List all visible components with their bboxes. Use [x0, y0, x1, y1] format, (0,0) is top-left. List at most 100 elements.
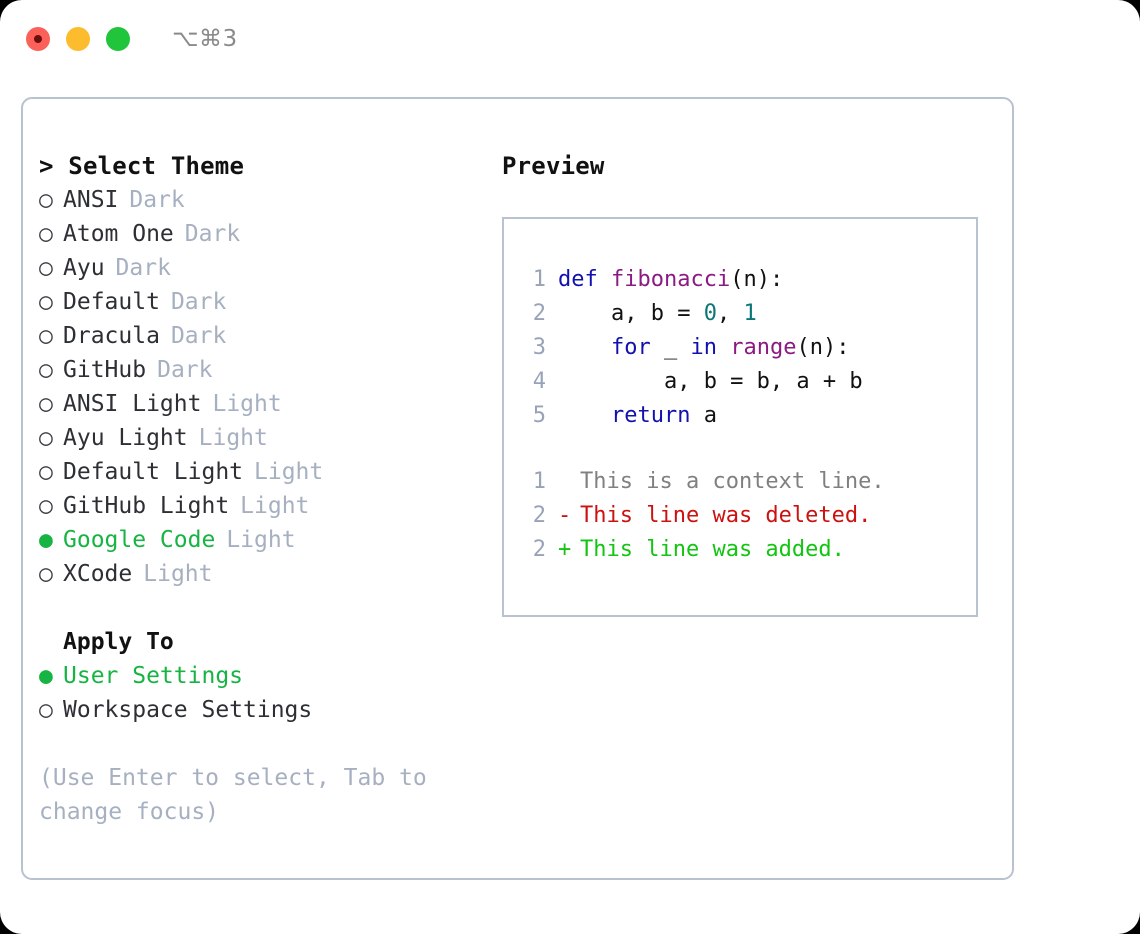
- theme-option-label: Ayu: [63, 255, 105, 281]
- theme-option-row[interactable]: ○ XCode Light: [39, 557, 494, 591]
- diff-line-number: 1: [532, 469, 546, 494]
- diff-text: This line was added.: [580, 537, 845, 562]
- code-token-plain: [558, 403, 611, 428]
- radio-selected-icon[interactable]: ●: [39, 527, 53, 553]
- theme-option-label: Default: [63, 289, 160, 315]
- code-token-num: 0: [703, 301, 717, 326]
- theme-option-kind: Dark: [115, 255, 171, 281]
- code-token-plain: _: [650, 335, 691, 360]
- theme-option-kind: Light: [254, 459, 324, 485]
- theme-option-kind: Dark: [170, 323, 227, 349]
- apply-to-heading: Apply To: [63, 629, 174, 655]
- theme-option-row[interactable]: ○ ANSI Light Light: [39, 387, 494, 421]
- code-line-number: 3: [532, 335, 546, 360]
- list-spacer: [39, 591, 494, 625]
- code-token-kw: for: [610, 335, 651, 360]
- theme-option-row[interactable]: ○ ANSI Dark: [39, 183, 494, 217]
- code-line: 4 a, b = b, a + b: [520, 365, 976, 399]
- theme-option-kind: Dark: [184, 221, 241, 247]
- close-button[interactable]: [26, 27, 50, 51]
- diff-line-number: 2: [532, 537, 546, 562]
- theme-option-label: ANSI Light: [63, 391, 202, 417]
- select-theme-heading: > Select Theme: [39, 152, 245, 180]
- theme-option-row[interactable]: ○ Ayu Dark: [39, 251, 494, 285]
- radio-unselected-icon[interactable]: ○: [39, 697, 53, 723]
- radio-unselected-icon[interactable]: ○: [39, 357, 53, 383]
- theme-option-label: ANSI: [63, 187, 119, 213]
- code-token-kw: in: [690, 335, 717, 360]
- code-token-plain: a: [690, 403, 717, 428]
- code-line-number: 5: [532, 403, 546, 428]
- radio-selected-icon[interactable]: ●: [39, 663, 53, 689]
- theme-option-label: XCode: [63, 561, 133, 587]
- radio-unselected-icon[interactable]: ○: [39, 561, 53, 587]
- radio-unselected-icon[interactable]: ○: [39, 187, 53, 213]
- code-token-plain: ,: [716, 301, 744, 326]
- radio-unselected-icon[interactable]: ○: [39, 459, 53, 485]
- code-token-num: 1: [743, 301, 757, 326]
- apply-to-option-row[interactable]: ○ Workspace Settings: [39, 693, 494, 727]
- theme-option-kind: Light: [226, 527, 296, 553]
- minimize-button[interactable]: [66, 27, 90, 51]
- theme-option-kind: Light: [143, 561, 213, 587]
- code-token-fn: fibonacci: [610, 267, 731, 292]
- theme-option-kind: Light: [212, 391, 282, 417]
- theme-option-label: Google Code: [63, 527, 216, 553]
- radio-unselected-icon[interactable]: ○: [39, 221, 53, 247]
- diff-line: 1 This is a context line.: [520, 465, 976, 499]
- theme-option-row[interactable]: ○ Dracula Dark: [39, 319, 494, 353]
- radio-unselected-icon[interactable]: ○: [39, 323, 53, 349]
- keyboard-shortcut-label: ⌥⌘3: [172, 26, 238, 52]
- diff-sign: +: [558, 537, 572, 562]
- theme-option-row[interactable]: ● Google Code Light: [39, 523, 494, 557]
- code-token-plain: a, b =: [558, 301, 704, 326]
- theme-option-label: Default Light: [63, 459, 244, 485]
- code-token-plain: a, b = b, a + b: [558, 369, 863, 394]
- theme-option-row[interactable]: ○ Atom One Dark: [39, 217, 494, 251]
- theme-option-label: Dracula: [63, 323, 160, 349]
- theme-option-row[interactable]: ○ Default Light Light: [39, 455, 494, 489]
- window-titlebar: ⌥⌘3: [0, 0, 1140, 78]
- theme-option-kind: Dark: [157, 357, 213, 383]
- theme-option-kind: Dark: [129, 187, 185, 213]
- diff-text: This is a context line.: [580, 469, 885, 494]
- theme-option-kind: Dark: [170, 289, 227, 315]
- diff-line: 2 + This line was added.: [520, 533, 976, 567]
- code-token-plain: (n):: [730, 267, 784, 292]
- code-token-plain: (n):: [796, 335, 850, 360]
- radio-unselected-icon[interactable]: ○: [39, 425, 53, 451]
- theme-option-label: Atom One: [63, 221, 174, 247]
- code-diff-gap: [520, 433, 976, 465]
- radio-unselected-icon[interactable]: ○: [39, 493, 53, 519]
- radio-unselected-icon[interactable]: ○: [39, 391, 53, 417]
- diff-sample: 1 This is a context line.2-This line was…: [520, 465, 976, 567]
- theme-option-kind: Light: [198, 425, 268, 451]
- apply-to-option-label: Workspace Settings: [63, 697, 313, 723]
- apply-to-option-row[interactable]: ● User Settings: [39, 659, 494, 693]
- diff-line-number: 2: [532, 503, 546, 528]
- theme-option-label: GitHub Light: [63, 493, 230, 519]
- code-line-number: 2: [532, 301, 546, 326]
- radio-unselected-icon[interactable]: ○: [39, 255, 53, 281]
- diff-sign: [558, 465, 580, 499]
- code-token-plain: [717, 335, 730, 360]
- code-line-number: 4: [532, 369, 546, 394]
- apply-to-option-label: User Settings: [63, 663, 244, 689]
- theme-option-row[interactable]: ○ Default Dark: [39, 285, 494, 319]
- apply-to-list[interactable]: ● User Settings ○ Workspace Settings: [39, 659, 494, 727]
- code-line-number: 1: [532, 267, 546, 292]
- diff-line: 2-This line was deleted.: [520, 499, 976, 533]
- maximize-button[interactable]: [106, 27, 130, 51]
- code-token-plain: [558, 335, 611, 360]
- radio-unselected-icon[interactable]: ○: [39, 289, 53, 315]
